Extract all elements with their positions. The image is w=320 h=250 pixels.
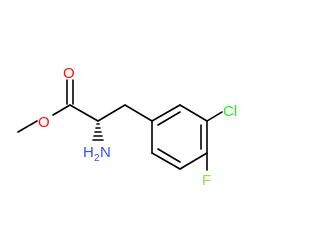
bond-ring-cl <box>206 111 223 122</box>
amine-subscript-label: 2 <box>94 153 100 164</box>
benzene-ring <box>151 104 208 170</box>
bond-alpha-ch2 <box>97 104 126 122</box>
amine-n-label: N <box>100 144 111 161</box>
chlorine-label: Cl <box>223 103 237 120</box>
molecule-structure: O O H 2 N Cl F <box>17 65 237 189</box>
bond-methyl-o <box>17 120 38 133</box>
bond-carbonyl-alpha <box>69 104 99 122</box>
amine-h-label: H <box>83 144 94 161</box>
bond-o-carbonyl <box>52 104 71 116</box>
carbonyl-oxygen-label: O <box>63 65 75 82</box>
ester-oxygen-label: O <box>38 114 50 131</box>
bond-ch2-ring <box>124 104 153 122</box>
structure-canvas: O O H 2 N Cl F <box>17 65 237 189</box>
hashed-wedge-bond <box>92 123 104 141</box>
fluorine-label: F <box>202 172 211 189</box>
